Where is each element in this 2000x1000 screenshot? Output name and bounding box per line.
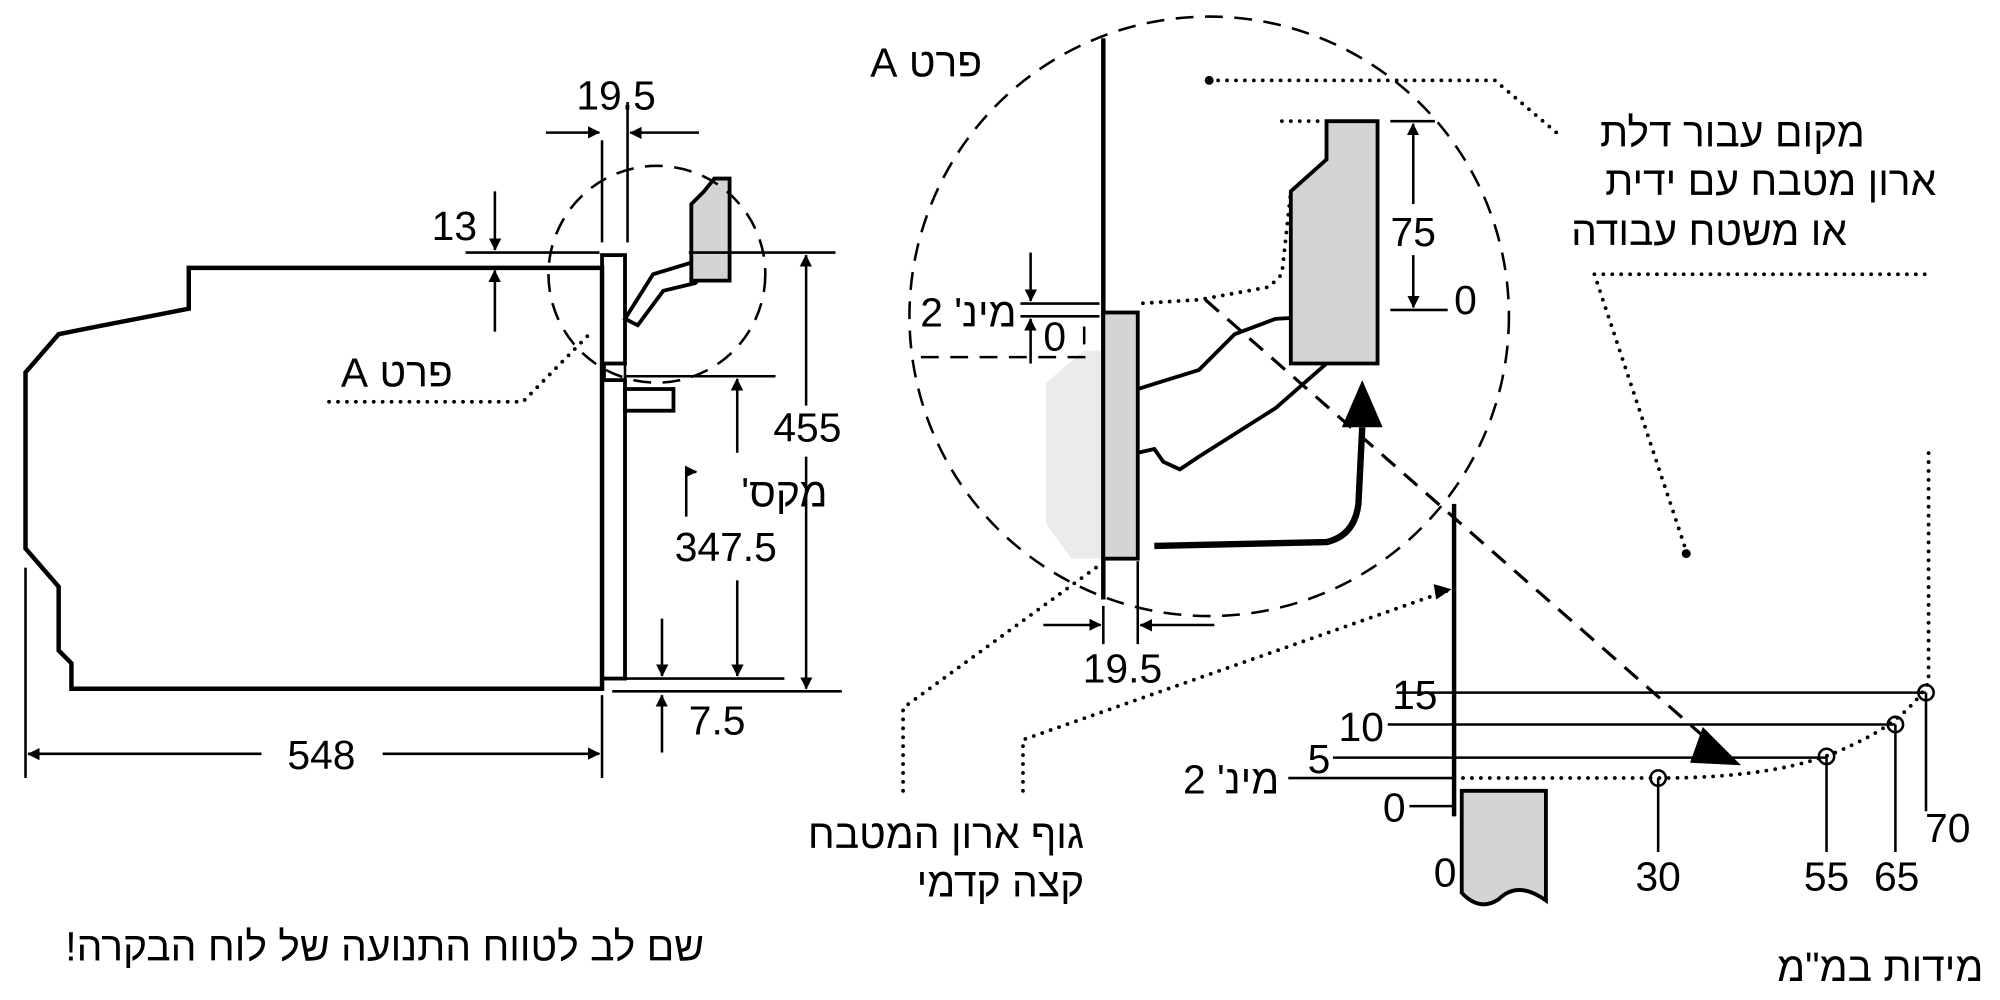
y-label-0: 0	[1383, 784, 1406, 830]
leader-cabinet-body	[901, 563, 1102, 793]
point-65	[1886, 715, 1905, 734]
dim-min2-detail: מינ' 2	[920, 290, 1016, 336]
dim-max-label: מקס'	[741, 469, 827, 515]
arrow-up-icon	[1341, 380, 1383, 428]
detail-a-circle-large	[908, 15, 1511, 618]
motion-range-curve	[1452, 444, 1931, 780]
point-70	[1917, 683, 1935, 702]
motion-arrow	[1154, 427, 1366, 550]
max-indicator-icon	[684, 472, 696, 517]
dim-0-top: 0	[1454, 277, 1477, 323]
control-panel-detail	[1101, 310, 1140, 561]
x-label-65: 65	[1874, 853, 1919, 899]
x-label-30: 30	[1635, 853, 1680, 899]
y-label-5: 5	[1308, 736, 1331, 782]
door-space-line1: מקום עבור דלת	[1600, 110, 1865, 156]
door-gap	[603, 362, 627, 382]
dim-13: 13	[432, 203, 477, 249]
door-space-note: מקום עבור דלת ארון מטבח עם ידית או משטח …	[1204, 75, 1937, 559]
oven-outline	[23, 265, 605, 692]
leader-door-space	[1207, 78, 1565, 140]
cabinet-door-detail	[1288, 119, 1380, 366]
dim-455: 455	[773, 404, 841, 450]
units-note: מידות במ"מ	[1777, 944, 1983, 990]
y-label-min2: מינ' 2	[1183, 756, 1279, 802]
detail-a-label-top: פרט A	[870, 40, 982, 86]
dim-0-detail: 0	[1043, 314, 1066, 360]
motion-range-graph: 15 10 5 מינ' 2 0 0 30 55 65 70	[1183, 444, 1970, 907]
cabinet-body-line2: קצה קדמי	[917, 860, 1085, 906]
door-space-line2: ארון מטבח עם ידית	[1605, 158, 1936, 204]
y-label-15: 15	[1392, 672, 1437, 718]
dim-548: 548	[287, 732, 355, 778]
x-label-55: 55	[1804, 853, 1849, 899]
dim-19-5-bottom: 19.5	[1083, 645, 1162, 691]
dim-7-5: 7.5	[689, 698, 746, 744]
detail-a-label-left: פרט A	[341, 349, 453, 395]
y-label-10: 10	[1339, 704, 1384, 750]
detail-a-circle-small	[547, 164, 767, 384]
arrow-down-icon	[1690, 727, 1742, 766]
dim-19-5-top: 19.5	[576, 73, 655, 119]
oven-side-view: 19.5 13 455 מקס' 347.5 7.5 548 פרט A	[23, 73, 853, 778]
graph-cabinet-block	[1459, 788, 1548, 907]
dim-75: 75	[1391, 209, 1436, 255]
cabinet-body-line1: גוף ארון המטבח	[808, 811, 1084, 857]
movement-path-line	[1204, 298, 1723, 754]
point-30	[1649, 769, 1668, 787]
oven-door	[600, 378, 627, 681]
detail-a-view: פרט A 75 0 מינ' 2 0 19.5 גוף ארון המ	[808, 15, 1742, 906]
cabinet-door-small	[689, 176, 732, 283]
point-55	[1817, 747, 1836, 766]
leader-cabinet-front	[1021, 587, 1454, 793]
control-panel-front	[600, 253, 627, 366]
warning-note: שם לב לטווח התנועה של לוח הבקרה!	[65, 923, 704, 969]
dim-347-5: 347.5	[675, 524, 777, 570]
x-label-0: 0	[1434, 849, 1457, 895]
x-label-70: 70	[1925, 805, 1970, 851]
cabinet-body-shade	[1045, 350, 1104, 559]
door-space-line3: או משטח עבודה	[1571, 208, 1847, 254]
oven-knob	[623, 387, 676, 413]
